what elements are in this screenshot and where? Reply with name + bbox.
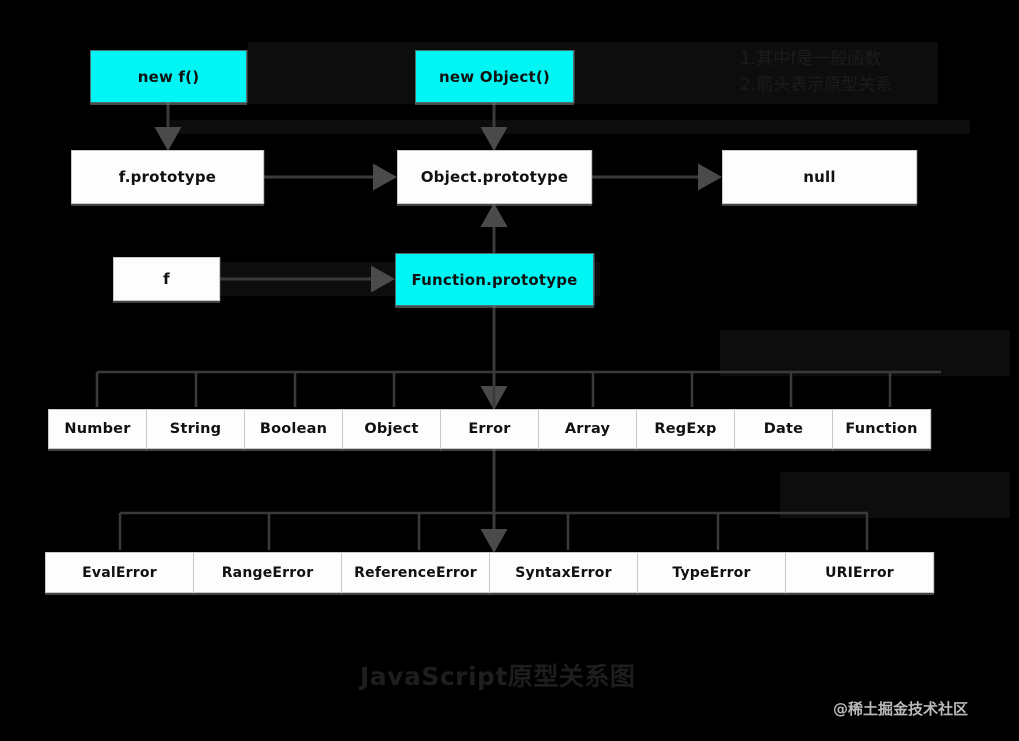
- node-evalerror[interactable]: EvalError: [45, 552, 194, 593]
- node-object-prototype[interactable]: Object.prototype: [397, 150, 592, 204]
- node-label: new f(): [137, 67, 200, 86]
- node-object[interactable]: Object: [342, 409, 441, 449]
- node-f[interactable]: f: [113, 257, 220, 301]
- node-label: SyntaxError: [515, 564, 612, 581]
- node-null[interactable]: null: [722, 150, 917, 204]
- node-label: Object.prototype: [420, 168, 569, 186]
- node-label: null: [803, 168, 836, 186]
- diagram-title: JavaScript原型关系图: [360, 662, 636, 691]
- node-label: Function.prototype: [411, 270, 578, 289]
- node-new-f[interactable]: new f(): [90, 50, 247, 103]
- node-f-prototype[interactable]: f.prototype: [71, 150, 264, 204]
- node-typeerror[interactable]: TypeError: [637, 552, 786, 593]
- node-label: String: [169, 421, 222, 437]
- node-label: f: [163, 270, 170, 288]
- node-error[interactable]: Error: [440, 409, 539, 449]
- legend-note: 1.其中f是一般函数 2.箭头表示原型关系: [740, 49, 893, 95]
- background-band: [248, 42, 938, 104]
- node-number[interactable]: Number: [48, 409, 147, 449]
- node-function-prototype[interactable]: Function.prototype: [395, 253, 594, 306]
- node-rangeerror[interactable]: RangeError: [193, 552, 342, 593]
- node-urierror[interactable]: URIError: [785, 552, 934, 593]
- node-referenceerror[interactable]: ReferenceError: [341, 552, 490, 593]
- node-date[interactable]: Date: [734, 409, 833, 449]
- node-label: URIError: [825, 564, 894, 581]
- constructors-row: Number String Boolean Object Error Array…: [48, 409, 931, 449]
- node-boolean[interactable]: Boolean: [244, 409, 343, 449]
- node-regexp[interactable]: RegExp: [636, 409, 735, 449]
- errors-row: EvalError RangeError ReferenceError Synt…: [45, 552, 934, 593]
- watermark: @稀土掘金技术社区: [833, 700, 969, 718]
- node-label: EvalError: [82, 564, 157, 581]
- node-label: Error: [468, 421, 511, 437]
- node-label: ReferenceError: [354, 564, 477, 581]
- background-band: [170, 120, 970, 134]
- node-string[interactable]: String: [146, 409, 245, 449]
- node-label: new Object(): [439, 67, 550, 86]
- node-new-object[interactable]: new Object(): [415, 50, 574, 103]
- node-label: Function: [845, 421, 918, 437]
- node-label: Boolean: [259, 421, 328, 437]
- node-function[interactable]: Function: [832, 409, 931, 449]
- background-band: [780, 472, 1010, 518]
- node-label: Array: [564, 421, 611, 437]
- node-label: RangeError: [221, 564, 314, 581]
- node-array[interactable]: Array: [538, 409, 637, 449]
- node-label: TypeError: [672, 564, 751, 581]
- node-label: f.prototype: [118, 168, 217, 186]
- node-syntaxerror[interactable]: SyntaxError: [489, 552, 638, 593]
- node-label: Object: [364, 421, 419, 437]
- node-label: Date: [763, 421, 804, 437]
- node-label: Number: [64, 421, 131, 437]
- node-label: RegExp: [654, 421, 717, 437]
- background-band: [720, 330, 1010, 376]
